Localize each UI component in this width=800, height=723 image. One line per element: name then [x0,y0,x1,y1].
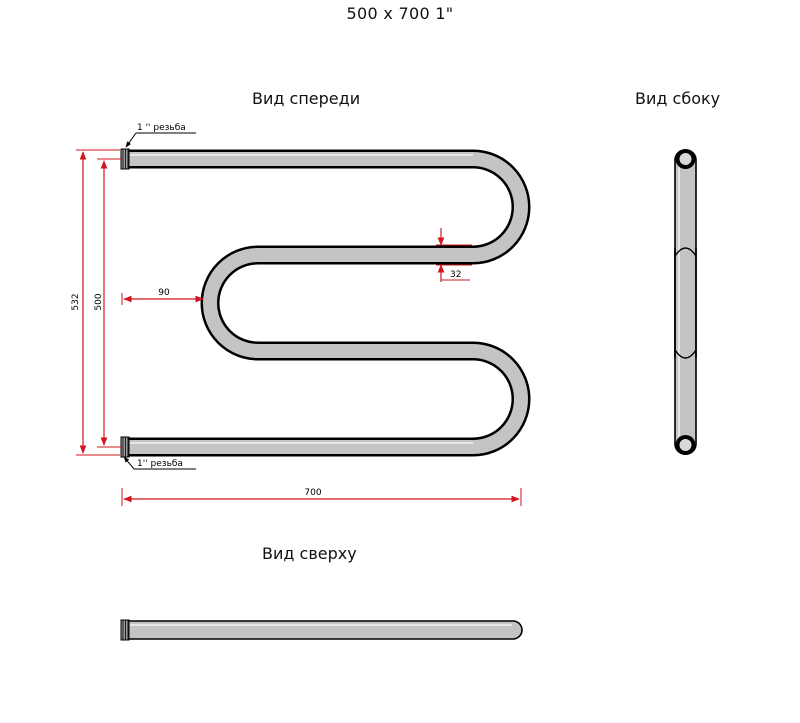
thread-bottom-label: 1'' резьба [137,459,183,469]
top-view-pipe [120,619,523,641]
dimension-32-label: 32 [450,270,461,280]
side-view-label: Вид сбоку [635,89,721,108]
top-view-label: Вид сверху [262,544,357,563]
side-view [674,149,697,455]
drawing-title: 500 x 700 1" [346,4,454,23]
thread-top-callout: 1 '' резьба [125,123,196,148]
thread-top-end [120,148,130,170]
dimension-width: 700 [121,488,522,506]
dimension-500-label: 500 [94,293,104,310]
dimension-center-height: 500 [94,158,121,448]
dimension-90-label: 90 [158,288,170,298]
dimension-532-label: 532 [71,293,81,310]
dimension-inner-offset: 90 [121,288,204,305]
thread-bottom-callout: 1'' резьба [123,456,196,470]
thread-top-label: 1 '' резьба [137,123,186,133]
front-view-label: Вид спереди [252,89,361,108]
dimension-overall-height: 532 [71,149,120,456]
thread-bottom-end [120,436,130,458]
dimension-pipe-diameter: 32 [436,228,472,282]
front-view-pipe [122,149,531,457]
dimension-700-label: 700 [304,488,321,498]
